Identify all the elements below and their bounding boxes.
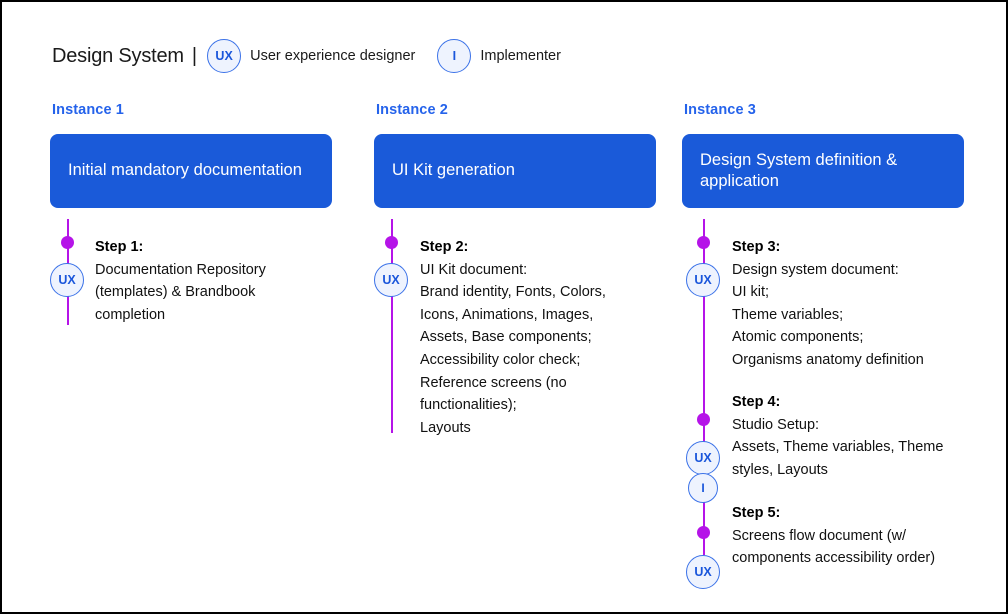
step-title-3: Step 3: bbox=[732, 239, 781, 255]
implementer-role-badge-icon: I bbox=[437, 39, 472, 73]
timeline-line bbox=[67, 219, 70, 325]
timeline-badge-step-4-implementer: I bbox=[688, 473, 718, 503]
timeline-line bbox=[703, 219, 706, 555]
legend-label-implementer: Implementer bbox=[480, 48, 561, 64]
step-title-1: Step 1: bbox=[95, 239, 144, 255]
instance-label-1: Instance 1 bbox=[52, 102, 124, 118]
instance-column-2: Instance 2 UI Kit generation bbox=[374, 102, 656, 208]
timeline-dot-step-2 bbox=[385, 236, 398, 249]
step-block-3: Step 3: Design system document: UI kit; … bbox=[732, 236, 987, 372]
step-title-2: Step 2: bbox=[420, 239, 469, 255]
ux-role-badge-icon: UX bbox=[374, 263, 408, 297]
instance-card-title-2: UI Kit generation bbox=[392, 161, 515, 180]
timeline-dot-step-5 bbox=[697, 526, 710, 539]
timeline-badge-step-3: UX bbox=[686, 263, 720, 297]
timeline-badge-step-2: UX bbox=[374, 263, 408, 297]
page-title: Design System bbox=[52, 44, 184, 67]
timeline-dot-step-4 bbox=[697, 413, 710, 426]
implementer-role-badge-icon: I bbox=[688, 473, 718, 503]
ux-role-badge-icon: UX bbox=[50, 263, 84, 297]
step-body-2: UI Kit document: Brand identity, Fonts, … bbox=[420, 261, 606, 436]
step-title-5: Step 5: bbox=[732, 505, 781, 521]
legend-label-ux: User experience designer bbox=[250, 48, 416, 64]
step-block-5: Step 5: Screens flow document (w/ compon… bbox=[732, 502, 977, 570]
ux-role-badge-icon: UX bbox=[207, 39, 242, 73]
instance-column-3: Instance 3 Design System definition & ap… bbox=[682, 102, 964, 208]
timeline-badge-step-4-ux: UX bbox=[686, 441, 720, 475]
step-title-4: Step 4: bbox=[732, 394, 781, 410]
instance-card-title-3: Design System definition & application bbox=[700, 150, 898, 190]
instance-card-3[interactable]: Design System definition & application bbox=[682, 134, 964, 208]
instance-column-1: Instance 1 Initial mandatory documentati… bbox=[50, 102, 332, 208]
step-body-4: Studio Setup: Assets, Theme variables, T… bbox=[732, 416, 944, 478]
diagram-legend: Design System | UX User experience desig… bbox=[52, 36, 561, 76]
step-block-4: Step 4: Studio Setup: Assets, Theme vari… bbox=[732, 391, 972, 481]
instance-card-2[interactable]: UI Kit generation bbox=[374, 134, 656, 208]
step-body-5: Screens flow document (w/ components acc… bbox=[732, 527, 936, 567]
ux-role-badge-icon: UX bbox=[686, 441, 720, 475]
timeline-dot-step-3 bbox=[697, 236, 710, 249]
title-separator: | bbox=[191, 44, 198, 67]
step-block-2: Step 2: UI Kit document: Brand identity,… bbox=[420, 236, 660, 439]
ux-role-badge-icon: UX bbox=[686, 263, 720, 297]
ux-role-badge-icon: UX bbox=[686, 555, 720, 589]
instance-label-3: Instance 3 bbox=[684, 102, 756, 118]
timeline-badge-step-5: UX bbox=[686, 555, 720, 589]
step-body-1: Documentation Repository (templates) & B… bbox=[95, 261, 266, 323]
step-block-1: Step 1: Documentation Repository (templa… bbox=[95, 236, 325, 326]
timeline-badge-step-1: UX bbox=[50, 263, 84, 297]
legend-entry-ux: UX User experience designer bbox=[207, 39, 415, 73]
instance-label-2: Instance 2 bbox=[376, 102, 448, 118]
step-body-3: Design system document: UI kit; Theme va… bbox=[732, 261, 924, 368]
timeline-dot-step-1 bbox=[61, 236, 74, 249]
legend-entry-implementer: I Implementer bbox=[437, 39, 561, 73]
instance-card-title-1: Initial mandatory documentation bbox=[68, 161, 302, 180]
instance-card-1[interactable]: Initial mandatory documentation bbox=[50, 134, 332, 208]
timeline-line bbox=[391, 219, 394, 433]
